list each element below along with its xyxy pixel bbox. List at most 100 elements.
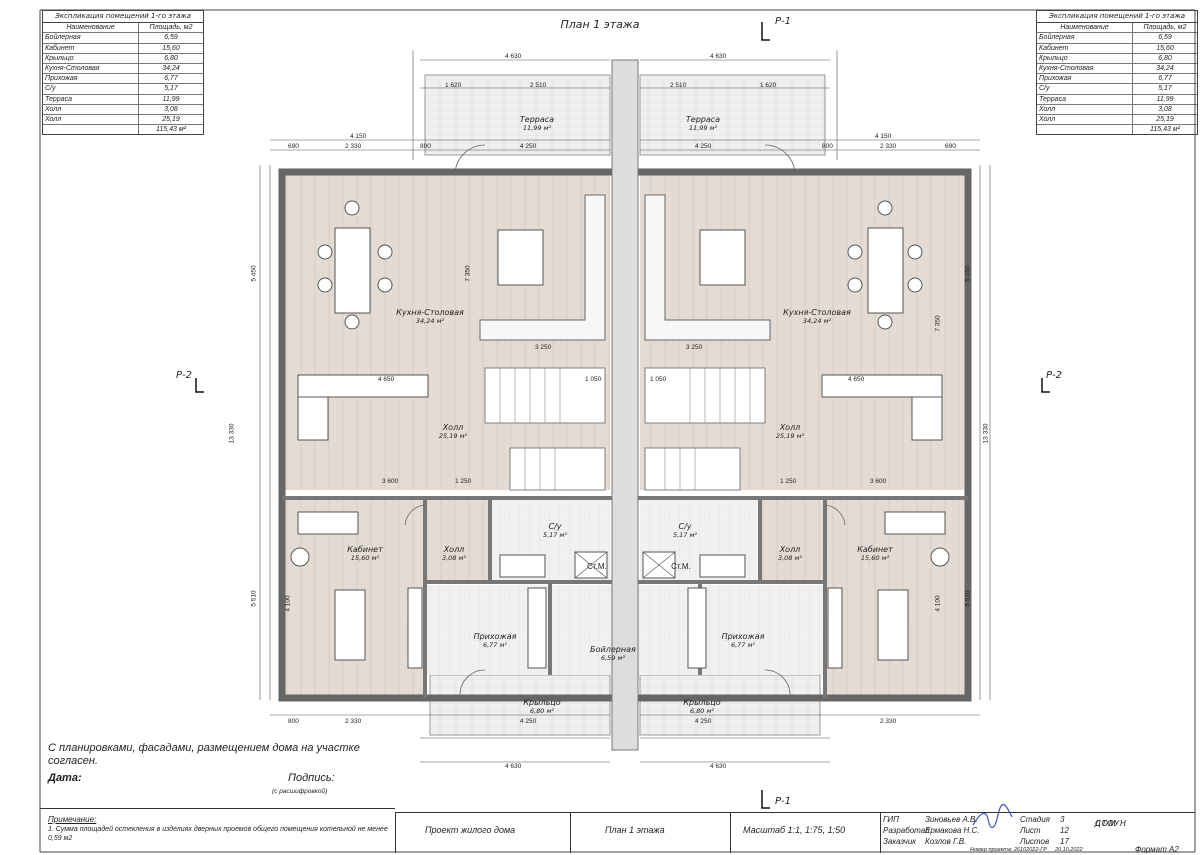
dim-bottom-4250-left: 4 250 [520, 718, 537, 725]
row-area: 6,77 [138, 73, 203, 85]
dim-stair-left: 1 050 [585, 376, 602, 383]
col-name: Наименование [43, 23, 139, 34]
hall2-left-floor [425, 500, 490, 580]
room-name: Терраса [685, 115, 721, 124]
room-name: Крыльцо [523, 698, 561, 707]
plan-title: План 1 этажа [560, 18, 640, 31]
room-area: 11,99 м² [522, 124, 552, 132]
stamp-list-val: 12 [1060, 826, 1069, 835]
room-name: С/у [678, 522, 692, 531]
room-area: 3,08 м² [777, 554, 803, 562]
row-name: Холл [43, 114, 139, 126]
approval-note: С планировками, фасадами, размещением до… [48, 742, 360, 767]
stamp-sheet: План 1 этажа [605, 825, 665, 835]
dimension-lines [259, 50, 991, 763]
explication-table-left: Экспликация помещений 1-го этажа Наимено… [42, 10, 204, 136]
stamp-cust-label: Заказчик [883, 837, 917, 846]
row-area: 5,17 [1132, 83, 1197, 95]
cabinet-sofa-right [884, 511, 946, 535]
row-area: 11,99 [1132, 94, 1197, 105]
col-name: Наименование [1037, 23, 1133, 34]
cabinet-sofa-left [297, 511, 359, 535]
dim-2330-left: 2 330 [345, 143, 362, 150]
dim-4250-left: 4 250 [520, 143, 537, 150]
dim-bottom-4630-left: 4 630 [505, 763, 522, 770]
row-name: Прихожая [43, 73, 139, 85]
stamp-lists-label: Листов [1020, 837, 1050, 846]
stamp-dev-label: Разработал [883, 826, 930, 835]
dim-3250-left: 3 250 [535, 344, 552, 351]
dim-side-total-right: 13 330 [982, 423, 990, 444]
dim-t2: 2 510 [530, 82, 547, 89]
stamp-scale: Масштаб 1:1, 1:75, 1:50 [743, 825, 846, 835]
dim-stair2-left: 1 250 [455, 478, 472, 485]
room-area: 34,24 м² [802, 317, 832, 325]
wc-sink-right [699, 554, 746, 578]
room-name: Холл [443, 545, 465, 554]
dim-3600-left: 3 600 [382, 478, 399, 485]
stamp-format: Формат А2 [1135, 845, 1179, 854]
room-area: 6,77 м² [482, 641, 508, 649]
room-name: Кабинет [347, 545, 383, 554]
wardrobe-left [407, 587, 423, 669]
dim-4150-left: 4 150 [350, 133, 367, 140]
room-area: 6,80 м² [529, 707, 555, 715]
room-name: Холл [779, 423, 801, 432]
hall2-right-floor [760, 500, 825, 580]
row-name: Кабинет [43, 43, 139, 54]
plant-left [290, 547, 310, 567]
label-washing-machine-right: Ст.М. [671, 562, 691, 571]
label-washing-machine-left: Ст.М. [587, 562, 607, 571]
dim-3600-right: 3 600 [870, 478, 887, 485]
dim-stair2-right: 1 250 [780, 478, 797, 485]
stamp-project: Проект жилого дома [425, 825, 516, 835]
stamp-signers-cell [880, 813, 1191, 853]
row-area: 34,24 [138, 63, 203, 75]
row-name: Кухня-Столовая [43, 63, 139, 75]
dim-690-left: 690 [288, 143, 299, 150]
section-mark-p2-right: Р-2 [1046, 370, 1063, 381]
row-name: Терраса [43, 94, 139, 105]
party-wall [611, 59, 639, 751]
dim-3250-right: 3 250 [686, 344, 703, 351]
dim-hall-right: 4 650 [848, 376, 865, 383]
row-area: 6,80 [138, 53, 203, 65]
dim-7350-right: 7 350 [934, 315, 942, 332]
row-area: 3,08 [1132, 104, 1197, 116]
dim-side-5510-right: 5 510 [964, 590, 972, 607]
room-area: 3,08 м² [441, 554, 467, 562]
dim-2330-right: 2 330 [880, 143, 897, 150]
dim-stair-right: 1 050 [650, 376, 667, 383]
dim-side-5450-left: 5 450 [250, 265, 258, 282]
logo-line-1: СТОУН [1095, 819, 1127, 828]
island-left [497, 229, 544, 286]
sofa-back-left [297, 374, 429, 398]
room-name: Кухня-Столовая [783, 308, 851, 317]
chairs [317, 200, 923, 330]
row-area: 6,59 [138, 32, 203, 44]
terrace-right [639, 74, 826, 156]
explication-table-right: Экспликация помещений 1-го этажа Наимено… [1036, 10, 1198, 136]
island-right [699, 229, 746, 286]
row-area: 6,77 [1132, 73, 1197, 85]
stamp-stage-label: Стадия [1020, 815, 1050, 824]
room-name: Холл [442, 423, 464, 432]
col-area: Площадь, м2 [138, 23, 203, 34]
wardrobe-entry-right [687, 587, 707, 669]
room-name: Кабинет [857, 545, 893, 554]
row-area: 25,19 [138, 114, 203, 126]
row-area: 25,19 [1132, 114, 1197, 126]
room-area: 15,60 м² [350, 554, 380, 562]
dim-t1r: 1 620 [760, 82, 777, 89]
wc-sink-left [499, 554, 546, 578]
row-name: Холл [1037, 104, 1133, 116]
explication-total: 115,43 м² [138, 124, 203, 135]
